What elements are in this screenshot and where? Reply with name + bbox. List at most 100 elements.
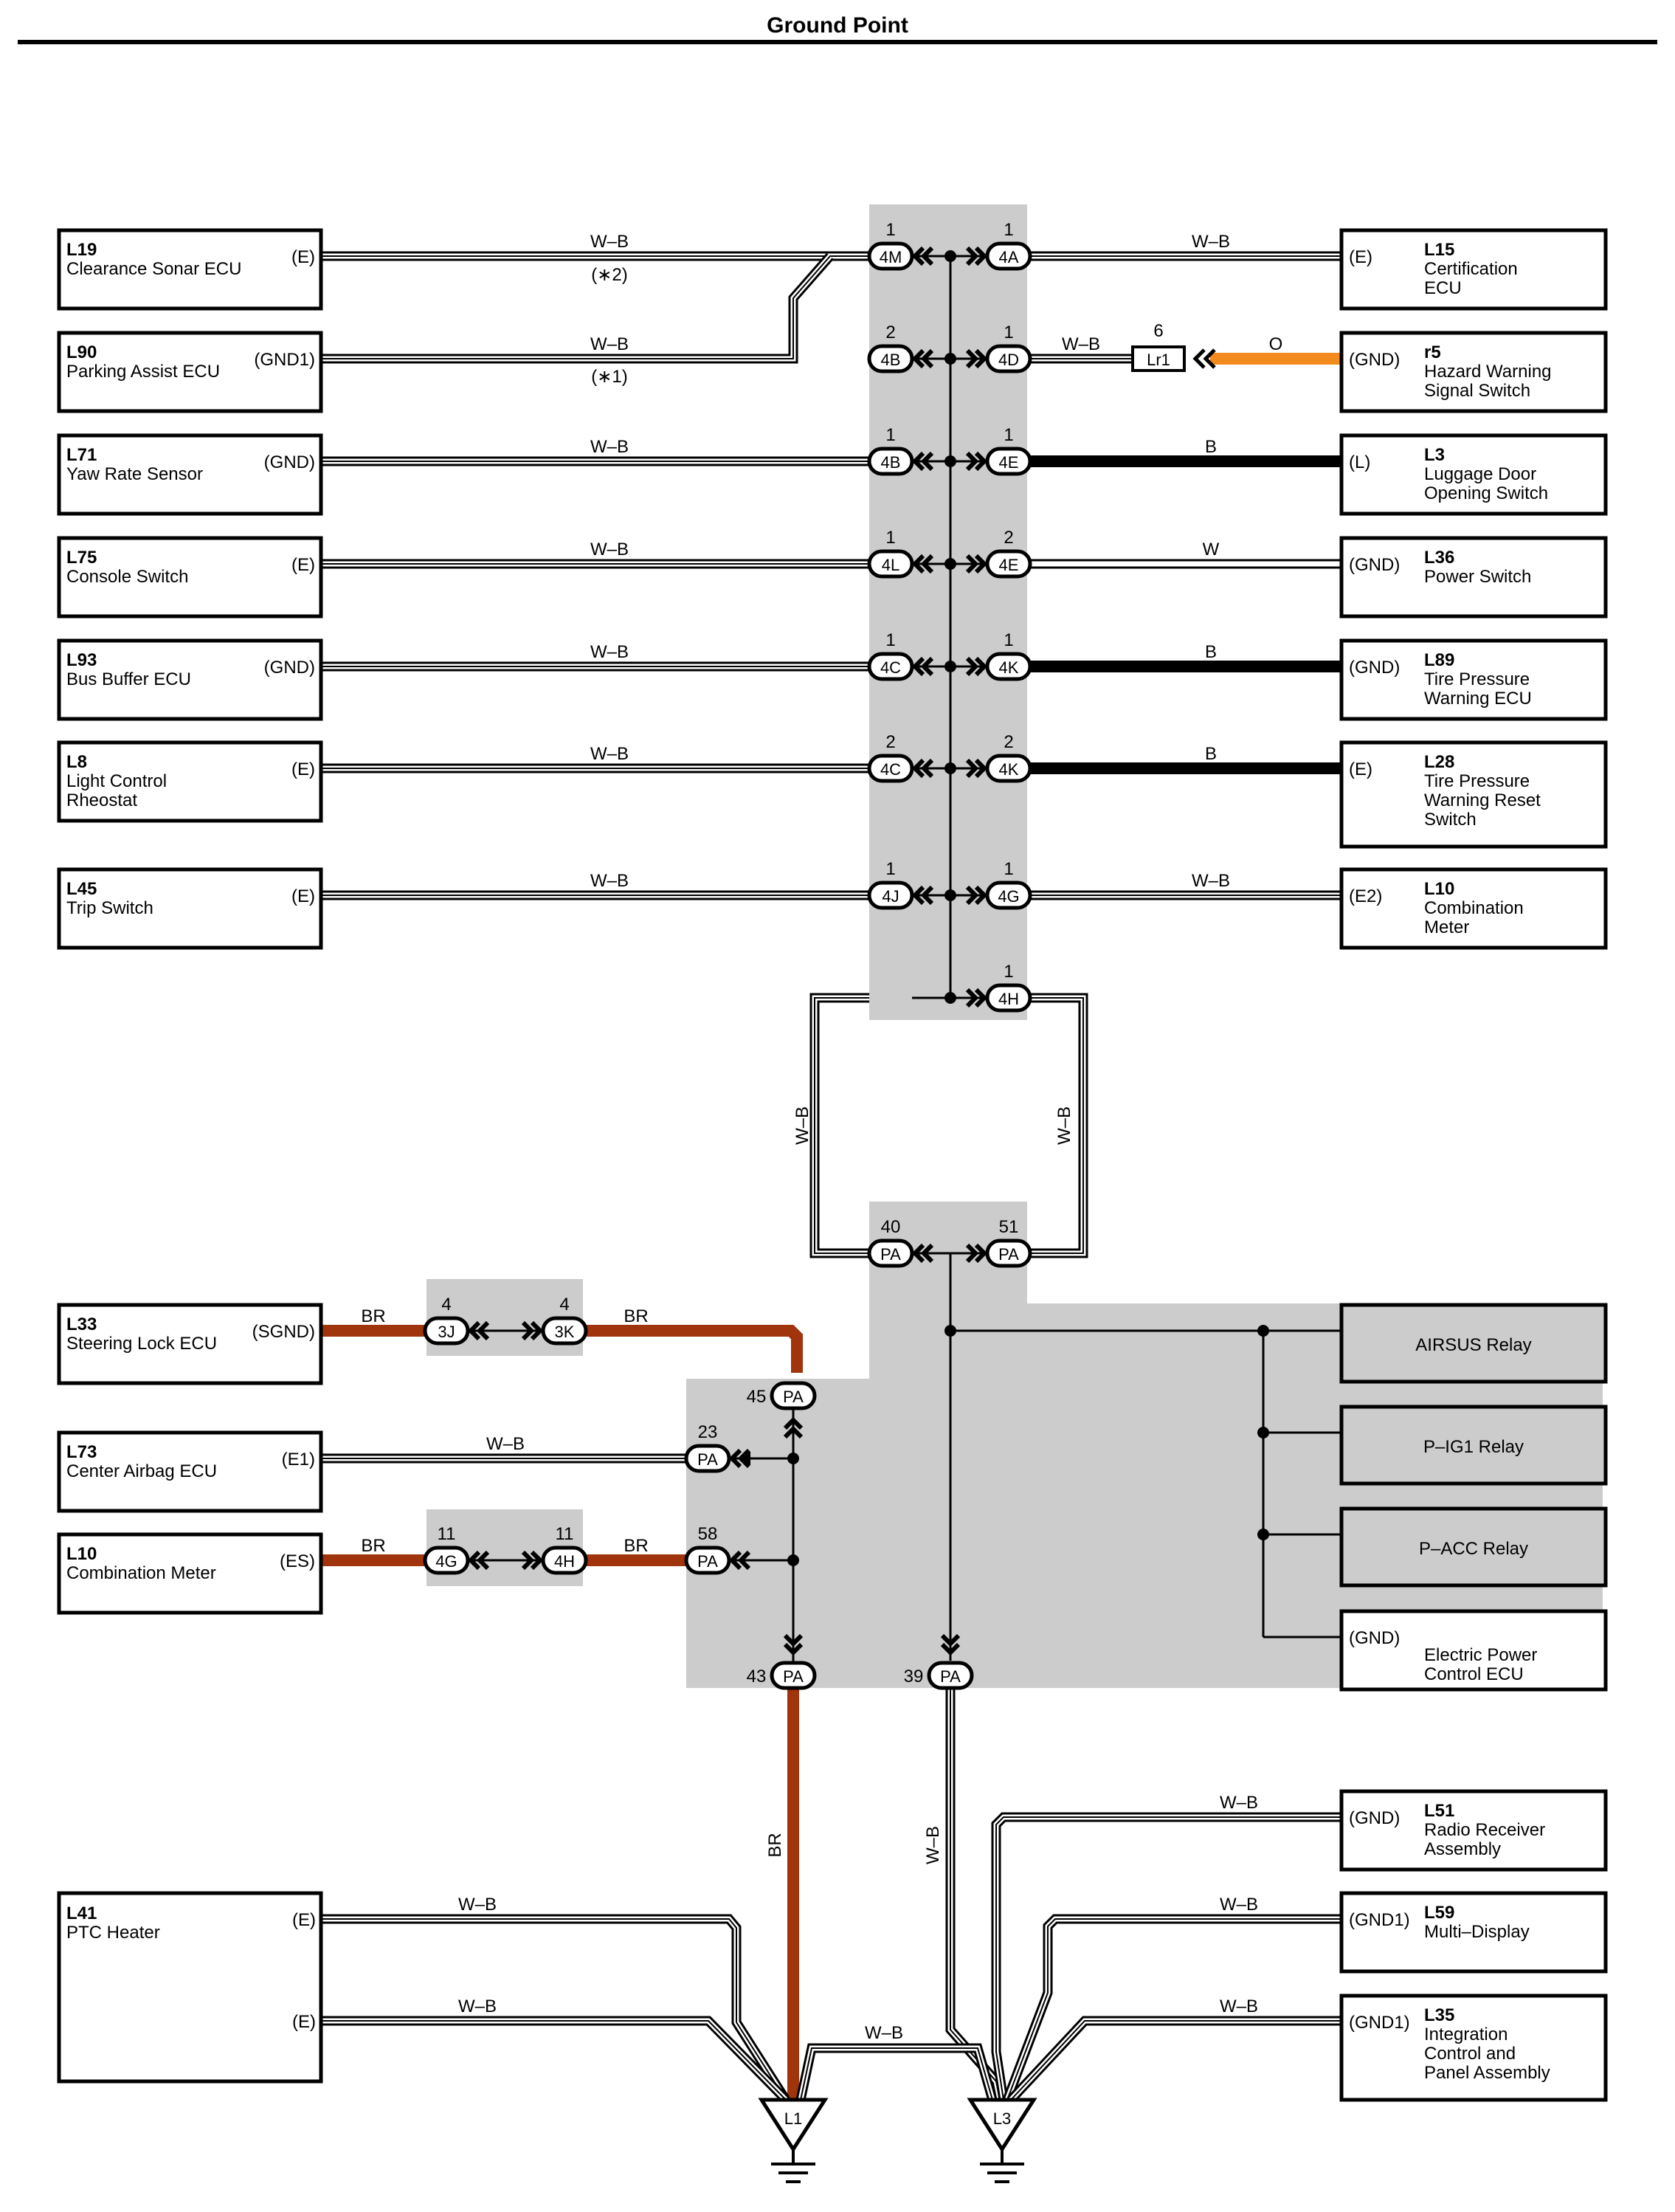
connector-chevron [920,1243,934,1264]
component-L93-terminal: (GND) [264,658,315,678]
relay-label: P–IG1 Relay [1423,1437,1524,1457]
connector-chevron [974,656,988,677]
connector-chevron [783,1425,804,1439]
component-L35-label: Panel Assembly [1424,2063,1550,2083]
wire-label: BR [624,1306,648,1326]
wire-label: W–B [1054,1106,1074,1145]
epc-label: Electric Power [1424,1645,1537,1665]
pin-number: 51 [999,1217,1019,1237]
connector-chevron [521,1320,535,1341]
component-L28-label: Tire Pressure [1424,771,1530,791]
connector-chevron [783,1642,804,1656]
ground-l3-triangle [967,2098,1037,2153]
component-L71-label: Yaw Rate Sensor [66,464,203,484]
junction-dot [944,762,956,774]
connector-chevron [965,656,979,677]
wire-label: W–B [923,1826,943,1864]
connector-chevron [467,1550,481,1571]
junction-dot [944,889,956,901]
component-L8-box [57,740,323,823]
component-L10-label: Meter [1424,917,1469,937]
pin-number: 39 [904,1667,924,1686]
epc-terminal: (GND) [1349,1628,1400,1648]
pin-number: 11 [556,1524,574,1544]
page-title: Ground Point [767,13,908,38]
component-l73-label: Center Airbag ECU [66,1461,217,1481]
component-L35-code: L35 [1424,2005,1454,2025]
wire-l1-l3-stripe [800,2047,993,2101]
connector-chevron [974,246,988,266]
connector-chevron [920,885,934,906]
component-L93-box [57,638,323,721]
component-L51-label: Radio Receiver [1424,1820,1545,1840]
connector-chevron [974,885,988,906]
component-L3-box [1339,433,1608,516]
connector-chevron [911,348,925,369]
wire-l1-l3 [798,2045,995,2101]
component-L28-label: Warning Reset [1424,790,1541,810]
wire-l90 [321,254,832,362]
component-L3-label: Luggage Door [1424,464,1536,484]
pin-number: 1 [1004,425,1013,445]
l41-terminal: (E) [292,1910,316,1930]
component-L45-terminal: (E) [291,886,315,906]
component-L35-label: Integration [1424,2025,1508,2044]
connector-chevron [965,246,979,266]
connector-id: 4G [998,887,1019,906]
component-L93-code: L93 [66,650,97,670]
component-L8-terminal: (E) [291,759,315,779]
component-L3-terminal: (L) [1349,452,1370,472]
connector-chevron [911,554,925,574]
component-L75-box [57,536,323,619]
connector-chevron [965,1243,979,1264]
connector-chevron [911,246,925,266]
pin-number: 1 [885,630,895,650]
connector-lr1-pin: 6 [1153,321,1163,341]
component-L89-terminal: (GND) [1349,658,1400,678]
component-L8-label: Light Control [66,771,167,791]
component-L3-label: Opening Switch [1424,483,1548,503]
pin-number: 1 [1004,220,1013,240]
junction-dot [787,1453,799,1464]
component-L89-label: Tire Pressure [1424,669,1530,689]
component-L10-terminal: (E2) [1349,886,1382,906]
component-l33-box [57,1303,323,1385]
note-label: (∗1) [591,367,627,387]
component-L28-code: L28 [1424,752,1454,772]
connector-chevron [783,1633,804,1647]
component-l73-terminal: (E1) [282,1450,315,1470]
relay-label: P–ACC Relay [1419,1539,1528,1559]
component-L15-label: ECU [1424,278,1462,298]
component-L36-label: Power Switch [1424,567,1531,587]
wire-label: W–B [1220,1793,1258,1813]
connector-id: PA [783,1667,804,1686]
component-r5-terminal: (GND) [1349,350,1400,370]
component-L10-code: L10 [1424,879,1454,899]
component-l10-code: L10 [66,1544,97,1564]
component-L51-code: L51 [1424,1801,1454,1821]
connector-chevron [728,1550,742,1571]
connector-id: PA [697,1450,718,1469]
wire-label: B [1205,744,1217,764]
connector-id: PA [998,1245,1019,1264]
component-L51-terminal: (GND) [1349,1808,1400,1828]
component-L19-terminal: (E) [291,247,315,267]
component-L19-box [57,228,323,311]
wire-label: W–B [590,540,629,559]
component-L59-terminal: (GND1) [1349,1910,1410,1930]
wire-l41-a-stripe [321,1918,787,2101]
wire-l59 [1004,1916,1341,2101]
component-L10-label: Combination [1424,898,1524,918]
wire-l41-a [321,1916,788,2101]
connector-chevron [728,1448,742,1469]
connector-chevron [965,554,979,574]
connector-id: PA [783,1388,804,1406]
wire-label: W–B [590,642,629,662]
component-L45-code: L45 [66,879,97,899]
component-L90-code: L90 [66,342,97,362]
l41-terminal: (E) [292,2012,316,2032]
component-L59-label: Multi–Display [1424,1922,1530,1942]
connector-chevron [920,554,934,574]
wire-l33-b [583,1325,803,1373]
